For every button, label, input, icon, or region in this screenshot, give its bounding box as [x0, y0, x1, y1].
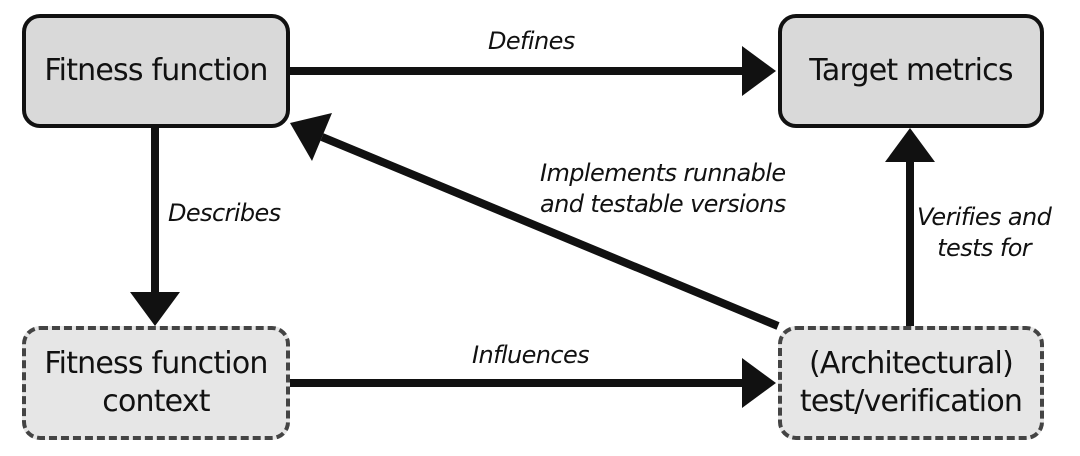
fitness-function-label: Fitness function: [44, 53, 268, 88]
target-metrics-label: Target metrics: [809, 53, 1013, 88]
architectural-test-box: (Architectural) test/verification: [778, 326, 1044, 440]
fitness-function-box: Fitness function: [22, 14, 290, 128]
target-metrics-box: Target metrics: [778, 14, 1044, 128]
fitness-function-context-box: Fitness function context: [22, 326, 290, 440]
implements-arrow: [320, 133, 780, 330]
verifies-arrowhead: [885, 128, 935, 162]
describes-label: Describes: [168, 199, 281, 227]
fitness-function-context-label: Fitness function context: [44, 346, 268, 419]
defines-label: Defines: [488, 27, 575, 55]
implements-label: Implements runnable and testable version…: [540, 159, 786, 218]
describes-arrowhead: [130, 292, 180, 326]
implements-arrowhead: [290, 113, 332, 161]
verifies-label: Verifies and tests for: [917, 203, 1052, 262]
influences-arrowhead: [742, 358, 776, 408]
defines-arrowhead: [742, 46, 776, 96]
influences-label: Influences: [472, 341, 590, 369]
architectural-test-label: (Architectural) test/verification: [799, 346, 1023, 419]
